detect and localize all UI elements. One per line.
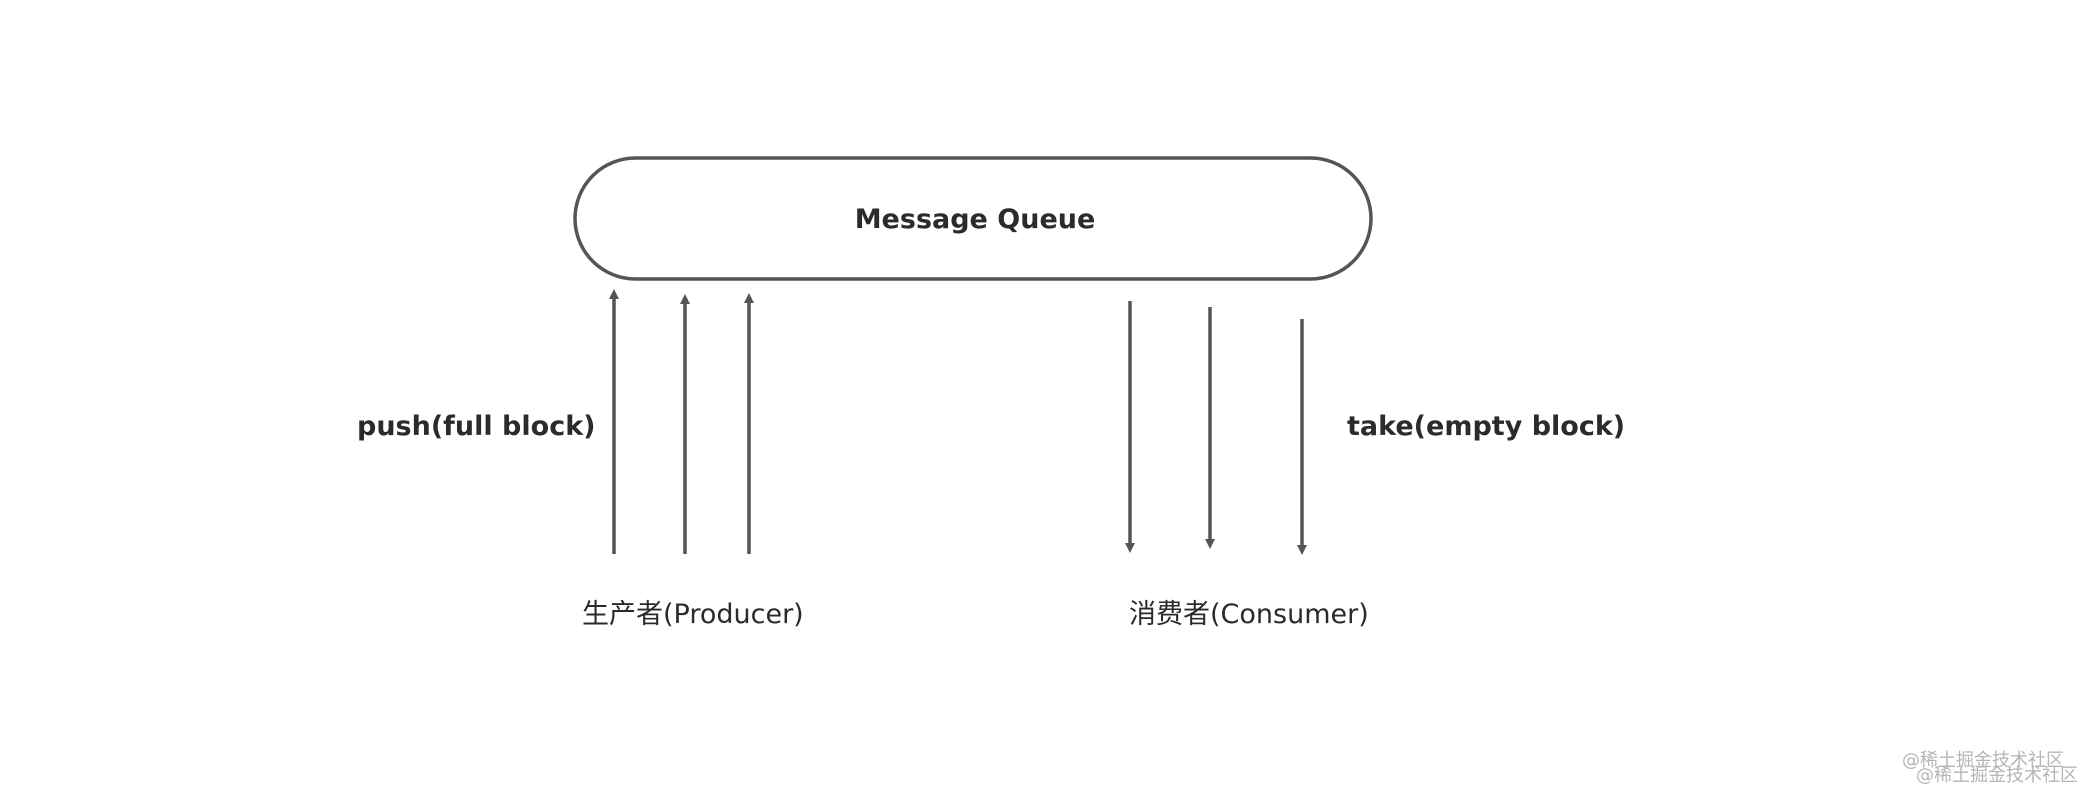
producer-label: 生产者(Producer) xyxy=(582,599,804,630)
queue-label: Message Queue xyxy=(855,204,1096,235)
consumer-label: 消费者(Consumer) xyxy=(1129,599,1369,630)
push-label: push(full block) xyxy=(357,411,596,442)
message-queue-box xyxy=(573,156,1373,281)
watermark-line-1: @稀土掘金技术社区 xyxy=(1902,750,2064,771)
take-label: take(empty block) xyxy=(1347,411,1625,442)
watermark-line-2: @稀土掘金技术社区 xyxy=(1916,765,2078,786)
